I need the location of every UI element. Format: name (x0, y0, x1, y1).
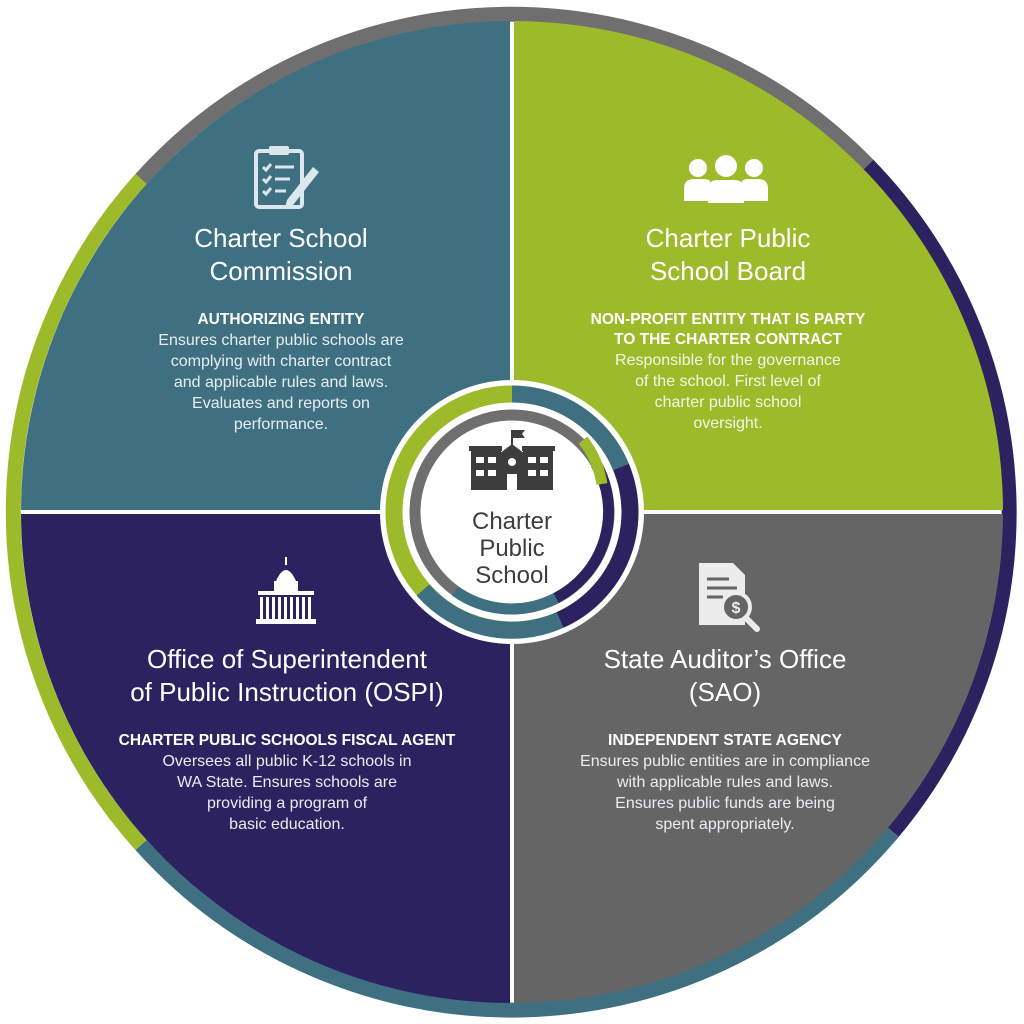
people-group-icon (684, 155, 768, 203)
hub-ring-teal-top (511, 385, 629, 471)
quadrant-description: Ensures public entities are in complianc… (580, 753, 870, 833)
audit-document-magnifier-icon: $ (699, 563, 760, 632)
school-building-icon (469, 430, 555, 490)
hub-inner-green-right (578, 436, 608, 486)
clipboard-checklist-icon (254, 146, 319, 209)
quadrant-subtitle: CHARTER PUBLIC SCHOOLS FISCAL AGENT (118, 732, 456, 749)
quadrant-state-auditors-office: State Auditor’s Office(SAO) INDEPENDENT … (540, 643, 910, 835)
quadrant-subtitle: INDEPENDENT STATE AGENCY (608, 732, 842, 749)
outer-ring (5, 6, 1017, 1018)
capitol-building-icon (256, 557, 316, 624)
outer-ring-green-left (5, 173, 147, 851)
hub-ring-teal-bottom (416, 584, 564, 639)
outer-ring-navy-right (862, 159, 1017, 837)
outer-ring-teal-bottom (135, 827, 899, 1018)
hub-inner-teal-bottom (451, 586, 559, 615)
outer-ring-gray-top (135, 6, 874, 185)
quadrant-subtitle: AUTHORIZING ENTITY (197, 311, 365, 328)
hub-ring-navy-right (556, 463, 639, 628)
quadrant-title: State Auditor’s Office(SAO) (603, 644, 847, 707)
svg-text:$: $ (732, 600, 741, 617)
center-hub (380, 380, 644, 644)
